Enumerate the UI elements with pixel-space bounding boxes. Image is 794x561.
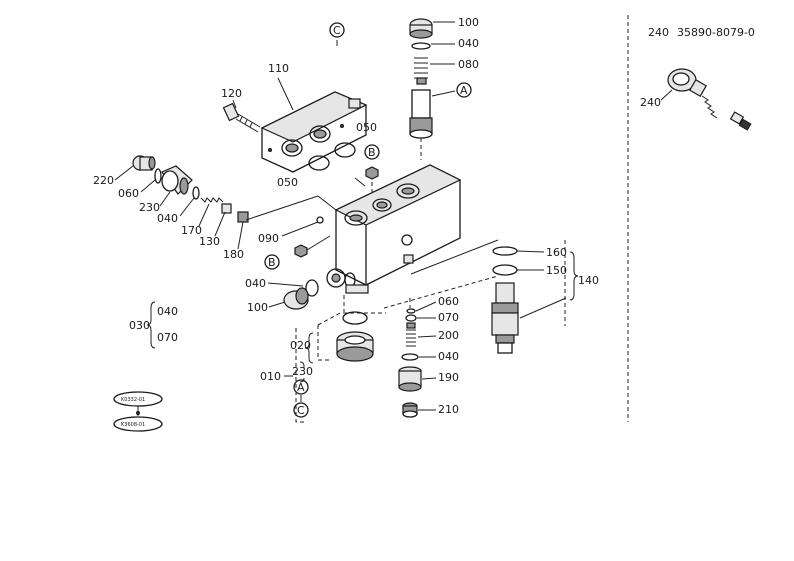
ref-number: 240: [648, 26, 669, 39]
callout-020: 020: [290, 339, 311, 352]
callout-200: 200: [438, 329, 459, 342]
callout-240: 240: [640, 96, 661, 109]
callout-030-070: 070: [157, 331, 178, 344]
inset-part-240: [660, 68, 752, 131]
circle-b-top: B: [368, 146, 376, 159]
cartridge-140: [491, 246, 519, 354]
top-plug-group: [409, 18, 456, 160]
callout-100-top: 100: [458, 16, 479, 29]
assembly-020: [317, 311, 386, 362]
callout-220: 220: [93, 174, 114, 187]
callout-150: 150: [546, 264, 567, 277]
bolt-120: [222, 102, 261, 133]
circle-a-top: A: [460, 84, 468, 97]
callout-110: 110: [268, 62, 289, 75]
callout-170: 170: [181, 224, 202, 237]
circle-c-lower: C: [297, 404, 305, 417]
svg-text:K3608-01: K3608-01: [121, 422, 145, 428]
circle-c-top: C: [333, 24, 341, 37]
callout-180: 180: [223, 248, 244, 261]
callout-050-right: 050: [356, 121, 377, 134]
callout-010: 010: [260, 370, 281, 383]
callout-100-lower: 100: [247, 301, 268, 314]
cover-plate-110: [260, 91, 368, 173]
callout-160: 160: [546, 246, 567, 259]
callout-230-lower: 230: [292, 365, 313, 378]
valve-body: [326, 164, 462, 294]
callout-040-top: 040: [458, 37, 479, 50]
callout-140: 140: [578, 274, 599, 287]
callout-080: 080: [458, 58, 479, 71]
assembly-190: [398, 308, 422, 418]
callout-130: 130: [199, 235, 220, 248]
plug-100-lower: [283, 287, 309, 310]
callout-030: 030: [129, 319, 150, 332]
callout-210: 210: [438, 403, 459, 416]
callout-040-left: 040: [157, 212, 178, 225]
svg-text:K0332-01: K0332-01: [121, 397, 145, 403]
callout-070: 070: [438, 311, 459, 324]
callout-090: 090: [258, 232, 279, 245]
callout-030-040: 040: [157, 305, 178, 318]
callout-060-left: 060: [118, 187, 139, 200]
callout-190: 190: [438, 371, 459, 384]
part-number: 35890-8079-0: [677, 26, 755, 39]
callout-050-left: 050: [277, 176, 298, 189]
stamp-2: K3608-01: [113, 416, 163, 432]
callout-120: 120: [221, 87, 242, 100]
circle-a-lower: A: [297, 381, 305, 394]
stamp-1: K0332-01: [113, 391, 163, 407]
circle-b-lower: B: [268, 256, 276, 269]
callout-060-lower: 060: [438, 295, 459, 308]
callout-040-lower-right: 040: [438, 350, 459, 363]
left-relief-assembly: [132, 155, 249, 223]
callout-230-left: 230: [139, 201, 160, 214]
callout-040-lower: 040: [245, 277, 266, 290]
